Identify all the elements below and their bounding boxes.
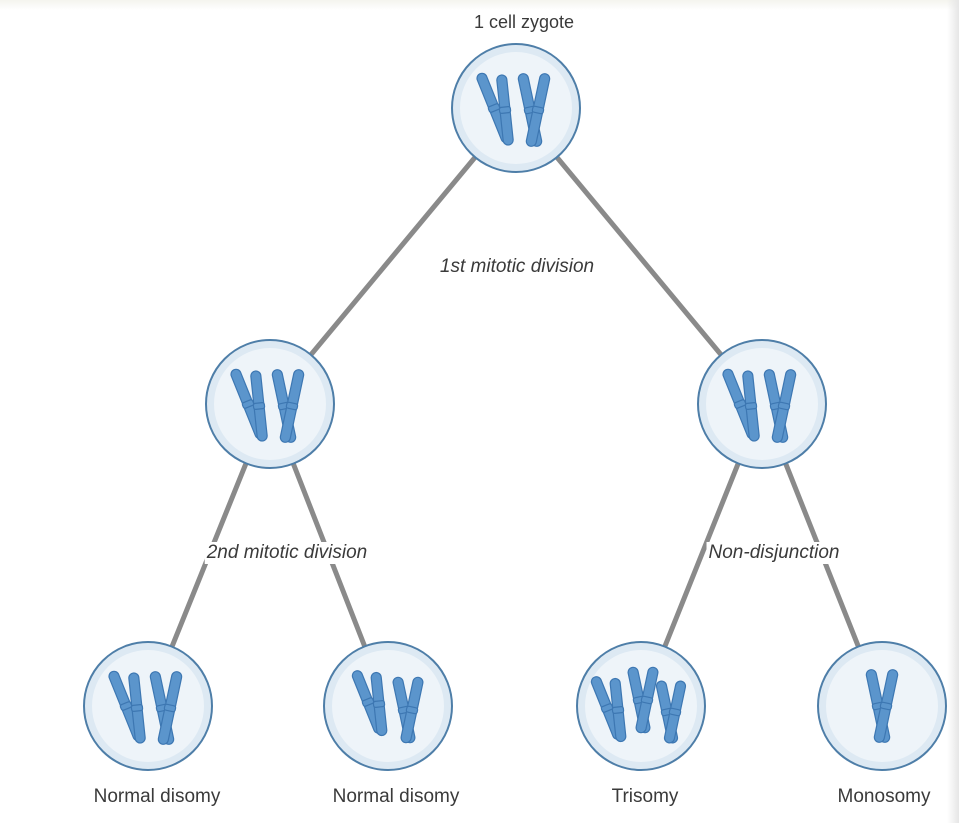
cell-nucleus [706,348,818,460]
cell-zygote [452,44,580,172]
outcome-label-trisomy: Trisomy [612,786,679,808]
cell-trisomy [577,642,705,770]
top-fade [0,0,959,10]
cell-daughter-left [206,340,334,468]
outcome-label-normal-disomy-1: Normal disomy [94,786,221,808]
first-division-label: 1st mitotic division [438,256,596,278]
cell-nucleus [214,348,326,460]
cell-normal-disomy-2 [324,642,452,770]
cell-nucleus [460,52,572,164]
second-division-label: 2nd mitotic division [205,542,370,564]
non-disjunction-label: Non-disjunction [707,542,842,564]
outcome-label-monosomy: Monosomy [838,786,931,808]
edge-fade [947,0,959,823]
cell-monosomy [818,642,946,770]
cell-normal-disomy-1 [84,642,212,770]
outcome-label-normal-disomy-2: Normal disomy [333,786,460,808]
cell-nucleus [332,650,444,762]
cell-daughter-right [698,340,826,468]
zygote-label: 1 cell zygote [474,12,574,33]
cell-nucleus [92,650,204,762]
